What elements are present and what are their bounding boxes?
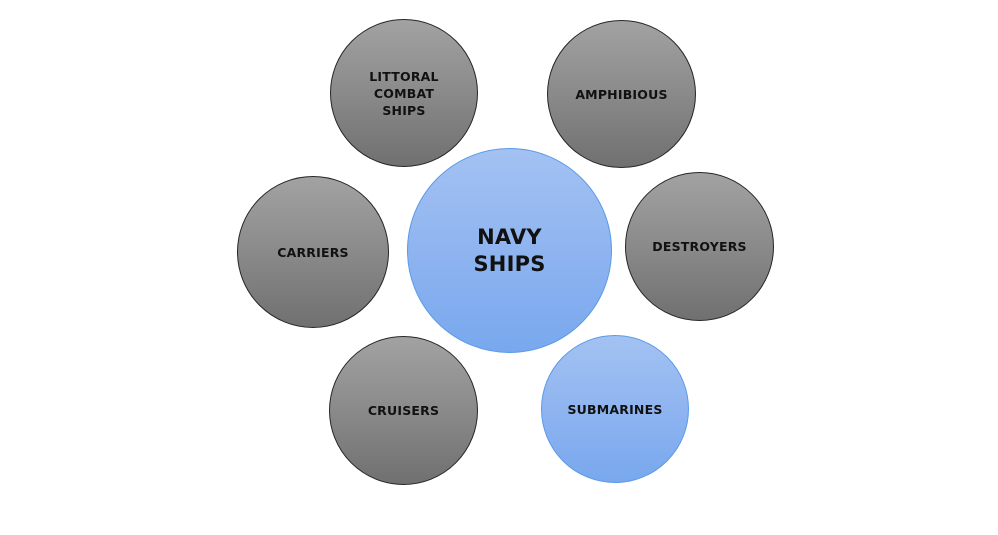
node-destroyers: DESTROYERS [625,172,774,321]
node-amphibious: AMPHIBIOUS [547,20,696,168]
node-label: LITTORAL COMBAT SHIPS [369,68,439,118]
node-cruisers: CRUISERS [329,336,478,485]
node-carriers: CARRIERS [237,176,389,328]
node-label: DESTROYERS [652,239,747,254]
node-label: CARRIERS [277,244,349,260]
node-label: AMPHIBIOUS [575,86,668,102]
node-label: SUBMARINES [567,401,663,417]
center-label: NAVY SHIPS [473,224,546,276]
node-littoral-combat-ships: LITTORAL COMBAT SHIPS [330,19,478,167]
node-label: CRUISERS [367,403,440,418]
center-node-navy-ships: NAVY SHIPS [407,148,612,353]
node-submarines: SUBMARINES [541,335,689,483]
